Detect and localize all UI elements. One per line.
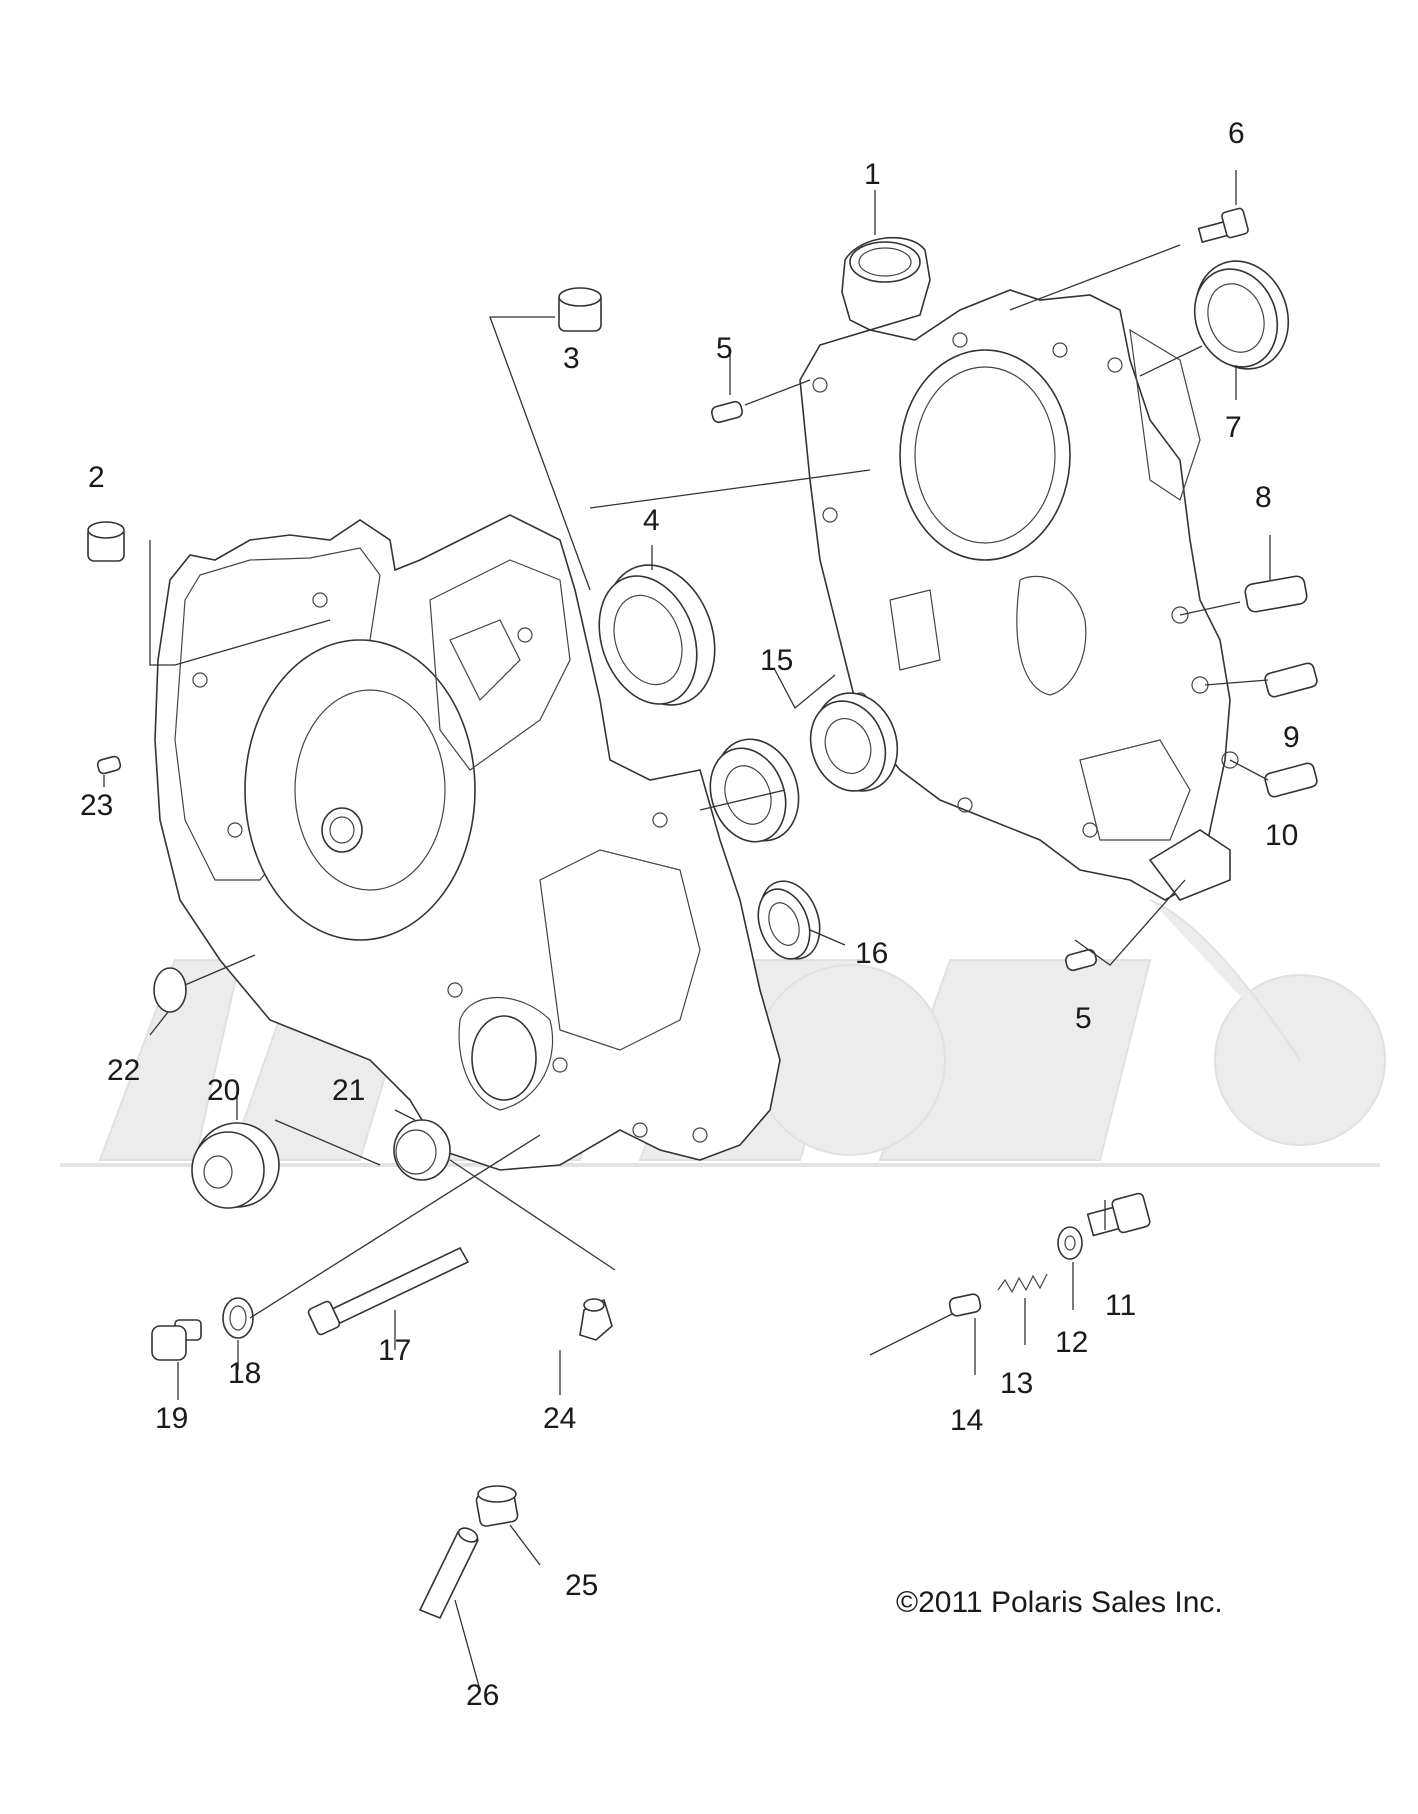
fitting-9 xyxy=(1264,662,1318,698)
screw-6 xyxy=(1197,207,1249,244)
callout-19: 19 xyxy=(155,1402,188,1435)
callout-16: 16 xyxy=(855,937,888,970)
callout-8: 8 xyxy=(1255,481,1272,514)
callout-5b: 5 xyxy=(1075,1002,1092,1035)
callout-12: 12 xyxy=(1055,1326,1088,1359)
right-crankcase xyxy=(799,236,1239,901)
seal-21 xyxy=(393,1119,451,1181)
callout-13: 13 xyxy=(1000,1367,1033,1400)
bearing-16 xyxy=(757,880,821,960)
callout-3: 3 xyxy=(563,342,580,375)
leader-lines xyxy=(103,170,1271,1691)
callout-1: 1 xyxy=(864,158,881,191)
callout-21: 21 xyxy=(332,1074,365,1107)
callout-6: 6 xyxy=(1228,117,1245,150)
callout-10: 10 xyxy=(1265,819,1298,852)
callout-24: 24 xyxy=(543,1402,576,1435)
callout-2: 2 xyxy=(88,461,105,494)
bearing-15-upper xyxy=(809,692,899,792)
dowel-pin-5-bottom xyxy=(1064,948,1098,972)
dowel-pin-5-top xyxy=(710,400,744,424)
bolt-17 xyxy=(307,1246,470,1336)
plug-22 xyxy=(153,967,187,1013)
callout-7: 7 xyxy=(1225,411,1242,444)
cap-20 xyxy=(191,1122,280,1209)
tube-26 xyxy=(418,1527,480,1620)
bearing-4 xyxy=(598,564,716,706)
callout-11: 11 xyxy=(1105,1289,1136,1322)
jet-24 xyxy=(579,1298,613,1341)
callout-14: 14 xyxy=(950,1404,983,1437)
washer-12 xyxy=(1057,1226,1083,1260)
callout-23: 23 xyxy=(80,789,113,822)
sleeve-25 xyxy=(475,1485,519,1527)
callout-9: 9 xyxy=(1283,721,1300,754)
spring-13 xyxy=(997,1273,1048,1294)
bushing-3 xyxy=(558,287,602,332)
callout-labels: 1 2 3 4 5 5 6 7 8 9 10 11 12 13 14 15 16… xyxy=(80,117,1300,1712)
callout-20: 20 xyxy=(207,1074,240,1107)
callout-15: 15 xyxy=(760,644,793,677)
dowel-pin-23 xyxy=(96,755,122,775)
plunger-14 xyxy=(948,1293,982,1317)
callout-22: 22 xyxy=(107,1054,140,1087)
callout-18: 18 xyxy=(228,1357,261,1390)
bearing-15-lower xyxy=(709,738,800,843)
callout-5a: 5 xyxy=(716,332,733,365)
callout-25: 25 xyxy=(565,1569,598,1602)
fitting-10 xyxy=(1264,762,1318,798)
copyright-notice: ©2011 Polaris Sales Inc. xyxy=(896,1586,1223,1619)
callout-4: 4 xyxy=(643,504,660,537)
seal-7 xyxy=(1193,260,1290,370)
dowel-8 xyxy=(1244,575,1308,613)
callout-26: 26 xyxy=(466,1679,499,1712)
bolt-11 xyxy=(1086,1192,1151,1237)
callout-17: 17 xyxy=(378,1334,411,1367)
bushing-2 xyxy=(87,521,125,562)
drain-plug-19 xyxy=(151,1319,202,1361)
left-crankcase xyxy=(154,514,781,1171)
washer-18 xyxy=(222,1297,254,1339)
